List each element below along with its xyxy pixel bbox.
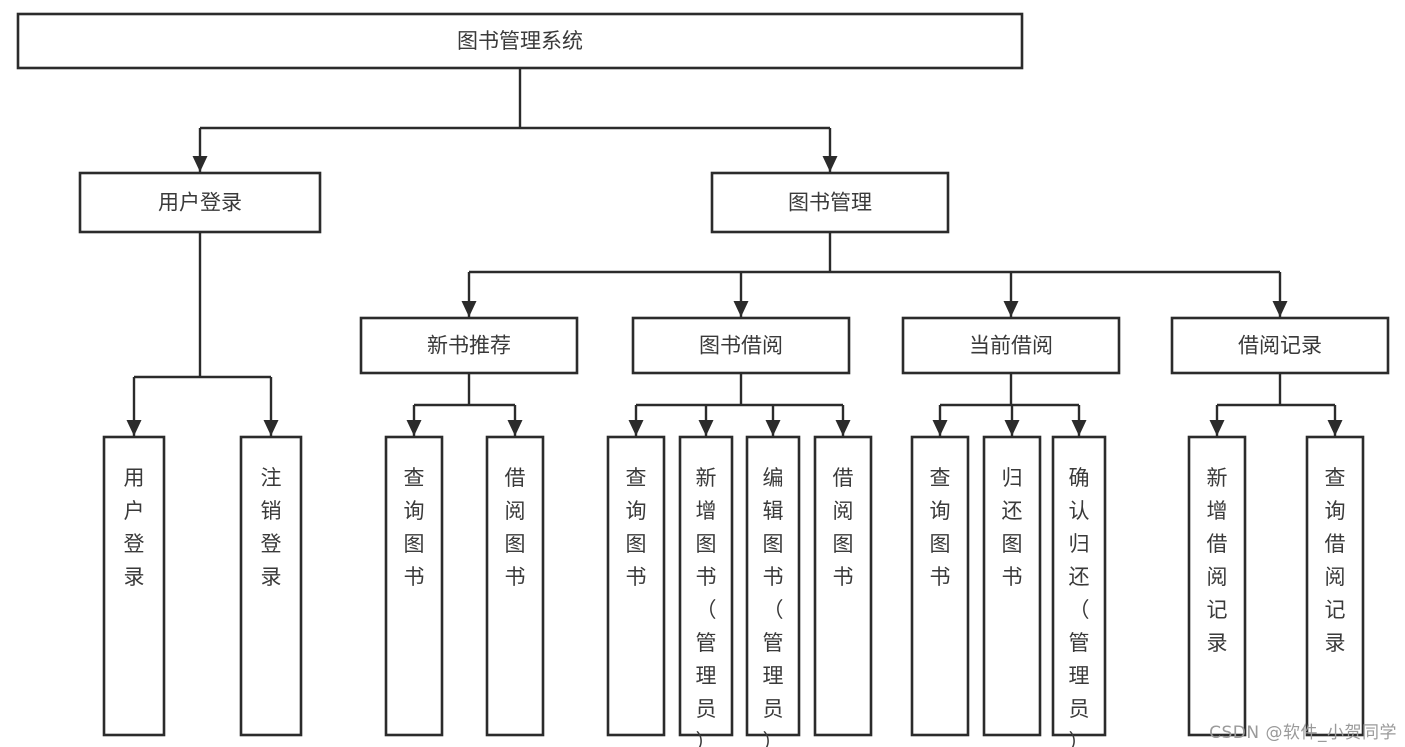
leaf-box[interactable]	[485, 435, 545, 737]
leaf-node[interactable]: 用户登录	[102, 435, 166, 737]
leaf-node[interactable]: 查询借阅记录	[1305, 435, 1365, 737]
leaf-label: 注销登录	[261, 466, 282, 589]
arrow-head-icon	[628, 420, 644, 436]
arrow-head-icon	[406, 420, 422, 436]
arrow-head-icon	[822, 156, 838, 172]
level3-label: 借阅记录	[1238, 334, 1322, 358]
level2-label: 图书管理	[788, 191, 872, 215]
level2-node[interactable]: 用户登录	[78, 171, 322, 234]
leaf-node[interactable]: 归还图书	[982, 435, 1042, 737]
leaf-node[interactable]: 借阅图书	[813, 435, 873, 737]
leaf-box[interactable]	[1051, 435, 1107, 737]
leaf-node[interactable]: 查询图书	[606, 435, 666, 737]
level3-box[interactable]	[1170, 316, 1390, 375]
leaf-box[interactable]	[982, 435, 1042, 737]
leaf-label: 归还图书	[1002, 466, 1023, 589]
level3-node[interactable]: 新书推荐	[359, 316, 579, 375]
leaf-node[interactable]: 注销登录	[239, 435, 303, 737]
leaf-box[interactable]	[745, 435, 801, 737]
level3-label: 当前借阅	[969, 334, 1053, 358]
leaf-node[interactable]: 确认归还（管理员）	[1051, 435, 1107, 747]
connector-layer	[126, 68, 1343, 436]
csdn-watermark: CSDN @软件_小贺同学	[1209, 723, 1397, 743]
leaf-box[interactable]	[102, 435, 166, 737]
leaf-label: 查询借阅记录	[1325, 466, 1346, 655]
leaf-box[interactable]	[813, 435, 873, 737]
root-node[interactable]: 图书管理系统	[16, 12, 1024, 70]
level2-node[interactable]: 图书管理	[710, 171, 950, 234]
leaf-box[interactable]	[239, 435, 303, 737]
leaf-label: 借阅图书	[505, 466, 526, 589]
arrow-head-icon	[1327, 420, 1343, 436]
arrow-head-icon	[1209, 420, 1225, 436]
leaf-label: 查询图书	[626, 466, 647, 589]
leaf-node[interactable]: 借阅图书	[485, 435, 545, 737]
leaf-label: 查询图书	[930, 466, 951, 589]
arrow-head-icon	[263, 420, 279, 436]
arrow-head-icon	[932, 420, 948, 436]
leaf-box[interactable]	[678, 435, 734, 737]
leaf-node[interactable]: 查询图书	[384, 435, 444, 737]
arrow-head-icon	[507, 420, 523, 436]
level3-box[interactable]	[631, 316, 851, 375]
arrow-head-icon	[733, 301, 749, 317]
leaf-box[interactable]	[384, 435, 444, 737]
leaf-label: 借阅图书	[833, 466, 854, 589]
leaf-box[interactable]	[606, 435, 666, 737]
level3-box[interactable]	[359, 316, 579, 375]
leaf-label: 编辑图书（管理员）	[763, 466, 784, 747]
level2-label: 用户登录	[158, 191, 242, 215]
node-layer: 图书管理系统用户登录图书管理新书推荐图书借阅当前借阅借阅记录用户登录注销登录查询…	[16, 12, 1390, 747]
leaf-node[interactable]: 查询图书	[910, 435, 970, 737]
leaf-node[interactable]: 新增图书（管理员）	[678, 435, 734, 747]
arrow-head-icon	[1004, 420, 1020, 436]
leaf-box[interactable]	[1305, 435, 1365, 737]
leaf-label: 确认归还（管理员）	[1069, 466, 1090, 747]
level3-label: 新书推荐	[427, 334, 511, 358]
level3-node[interactable]: 当前借阅	[901, 316, 1121, 375]
arrow-head-icon	[835, 420, 851, 436]
arrow-head-icon	[192, 156, 208, 172]
arrow-head-icon	[698, 420, 714, 436]
leaf-box[interactable]	[1187, 435, 1247, 737]
arrow-head-icon	[1272, 301, 1288, 317]
level3-node[interactable]: 借阅记录	[1170, 316, 1390, 375]
arrow-head-icon	[461, 301, 477, 317]
level2-box[interactable]	[78, 171, 322, 234]
arrow-head-icon	[765, 420, 781, 436]
root-label: 图书管理系统	[457, 29, 583, 53]
root-box[interactable]	[16, 12, 1024, 70]
leaf-node[interactable]: 编辑图书（管理员）	[745, 435, 801, 747]
arrow-head-icon	[126, 420, 142, 436]
leaf-box[interactable]	[910, 435, 970, 737]
arrow-head-icon	[1003, 301, 1019, 317]
level2-box[interactable]	[710, 171, 950, 234]
leaf-node[interactable]: 新增借阅记录	[1187, 435, 1247, 737]
leaf-label: 查询图书	[404, 466, 425, 589]
level3-node[interactable]: 图书借阅	[631, 316, 851, 375]
arrow-head-icon	[1071, 420, 1087, 436]
leaf-label: 新增图书（管理员）	[696, 466, 717, 747]
level3-box[interactable]	[901, 316, 1121, 375]
level3-label: 图书借阅	[699, 334, 783, 358]
leaf-label: 用户登录	[124, 466, 145, 589]
leaf-label: 新增借阅记录	[1207, 466, 1228, 655]
